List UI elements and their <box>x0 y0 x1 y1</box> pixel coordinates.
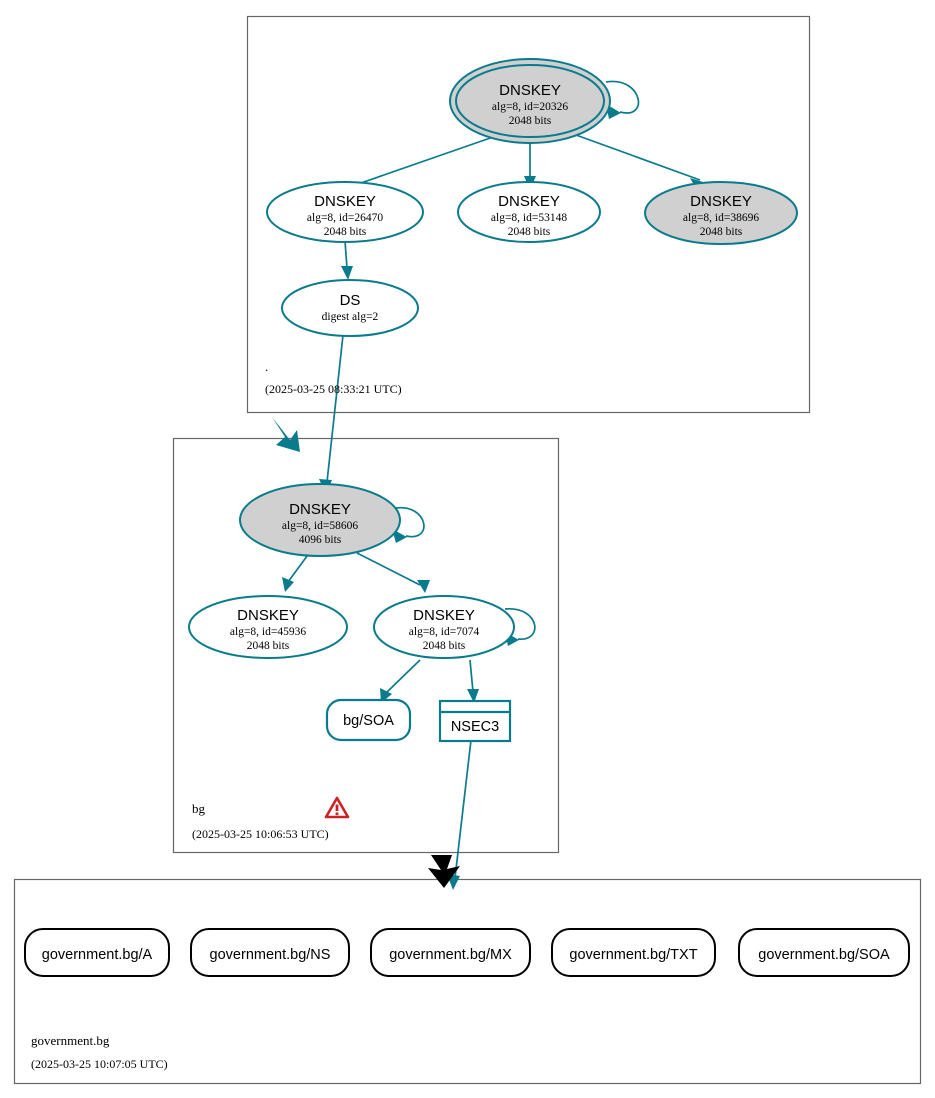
edge-self-root-ksk <box>605 80 640 114</box>
edge-bg-ksk-to-zsk-45936 <box>287 551 311 583</box>
zone-timestamp-bg: (2025-03-25 10:06:53 UTC) <box>192 827 329 841</box>
node-shape <box>266 181 424 243</box>
node-algid: alg=8, id=26470 <box>307 212 383 224</box>
node-bg-zsk-7074[interactable]: DNSKEY alg=8, id=7074 2048 bits <box>373 595 515 659</box>
node-root-zsk-38696[interactable]: DNSKEY alg=8, id=38696 2048 bits <box>644 181 798 245</box>
node-title: government.bg/NS <box>210 947 331 963</box>
edge-root-ksk-to-zsk-26470 <box>360 135 497 184</box>
node-bg-soa[interactable]: bg/SOA <box>325 698 412 742</box>
node-bits: 2048 bits <box>423 640 466 652</box>
edge-bg-nsec3-to-government-bg <box>454 739 472 879</box>
node-root-zsk-26470[interactable]: DNSKEY alg=8, id=26470 2048 bits <box>266 181 424 243</box>
node-title: government.bg/MX <box>389 947 512 963</box>
edge-self-bg-zsk-7074 <box>504 608 536 640</box>
node-shape <box>239 483 401 557</box>
edge-root-zsk-26470-to-ds <box>344 240 348 269</box>
node-algid: alg=8, id=53148 <box>491 212 567 224</box>
node-bits: 4096 bits <box>299 534 342 546</box>
zone-label-bg: bg <box>192 801 206 816</box>
node-shape <box>738 928 910 977</box>
node-root-ksk-20326[interactable]: DNSKEY alg=8, id=20326 2048 bits <box>449 58 611 144</box>
node-bg-zsk-45936[interactable]: DNSKEY alg=8, id=45936 2048 bits <box>188 595 348 659</box>
node-bits: 2048 bits <box>247 640 290 652</box>
node-bg-ksk-58606[interactable]: DNSKEY alg=8, id=58606 4096 bits <box>239 483 401 557</box>
node-root-ds[interactable]: DS digest alg=2 <box>281 279 419 337</box>
zone-timestamp-government-bg: (2025-03-25 10:07:05 UTC) <box>31 1057 168 1071</box>
node-algid: alg=8, id=7074 <box>409 626 480 638</box>
edge-root-ds-to-bg-ksk <box>326 325 345 483</box>
zone-label-government-bg: government.bg <box>31 1033 110 1048</box>
node-shape <box>373 595 515 659</box>
node-gov-txt[interactable]: government.bg/TXT <box>551 928 716 977</box>
edge-arrowhead-bg-zsk-7074 <box>417 580 430 593</box>
edge-arrowhead-root-ds <box>341 266 353 280</box>
edge-bg-zsk-7074-to-soa <box>384 659 421 695</box>
edge-arrowhead-bg-nsec3 <box>467 689 479 703</box>
node-title: DNSKEY <box>498 193 560 210</box>
node-title: government.bg/A <box>42 947 153 963</box>
edge-self-bg-ksk <box>395 507 425 538</box>
node-shape <box>24 928 170 977</box>
delegation-arrow-root-to-bg <box>272 417 300 452</box>
node-title: DNSKEY <box>237 607 299 624</box>
node-bits: 2048 bits <box>509 115 552 127</box>
zone-box-government-bg <box>13 878 922 1085</box>
node-bits: 2048 bits <box>324 226 367 238</box>
node-shape <box>325 698 412 742</box>
node-gov-ns[interactable]: government.bg/NS <box>190 928 350 977</box>
node-title: DS <box>340 292 361 309</box>
warning-triangle-icon[interactable] <box>324 796 350 819</box>
node-root-zsk-53148[interactable]: DNSKEY alg=8, id=53148 2048 bits <box>457 181 601 243</box>
zone-box-root <box>246 15 811 414</box>
node-title: DNSKEY <box>413 607 475 624</box>
node-title: government.bg/SOA <box>758 947 890 963</box>
edge-root-ksk-to-zsk-38696 <box>575 134 701 181</box>
node-gov-mx[interactable]: government.bg/MX <box>370 928 531 977</box>
zone-label-root: . <box>265 359 268 374</box>
node-title: DNSKEY <box>690 193 752 210</box>
node-algid: alg=8, id=58606 <box>282 520 358 532</box>
node-shape <box>188 595 348 659</box>
edge-bg-zsk-7074-to-nsec3 <box>469 659 474 693</box>
node-bg-nsec3[interactable]: NSEC3 <box>438 699 512 743</box>
node-shape <box>457 181 601 243</box>
zone-box-bg <box>172 437 560 854</box>
zone-timestamp-root: (2025-03-25 08:33:21 UTC) <box>265 382 402 396</box>
node-bits: 2048 bits <box>700 226 743 238</box>
node-shape <box>644 181 798 245</box>
node-shape-outer <box>449 58 611 144</box>
node-algid: alg=8, id=45936 <box>230 626 306 638</box>
node-title: bg/SOA <box>343 713 394 729</box>
node-shape-inner <box>455 64 605 138</box>
node-title: DNSKEY <box>289 501 351 518</box>
node-shape <box>190 928 350 977</box>
node-bits: 2048 bits <box>508 226 551 238</box>
node-algid: digest alg=2 <box>322 311 379 323</box>
edge-arrowhead-bg-zsk-45936 <box>282 577 294 592</box>
node-title: DNSKEY <box>499 82 561 99</box>
node-gov-soa[interactable]: government.bg/SOA <box>738 928 910 977</box>
node-shape <box>370 928 531 977</box>
node-title: NSEC3 <box>451 719 499 735</box>
node-shape <box>281 279 419 337</box>
node-gov-a[interactable]: government.bg/A <box>24 928 170 977</box>
delegation-arrow-bg-to-government-bg <box>428 855 460 888</box>
node-title: DNSKEY <box>314 193 376 210</box>
edge-bg-ksk-to-zsk-7074 <box>356 552 421 586</box>
node-shape <box>551 928 716 977</box>
node-shape <box>438 699 512 743</box>
node-algid: alg=8, id=38696 <box>683 212 759 224</box>
node-algid: alg=8, id=20326 <box>492 101 568 113</box>
node-title: government.bg/TXT <box>569 947 697 963</box>
